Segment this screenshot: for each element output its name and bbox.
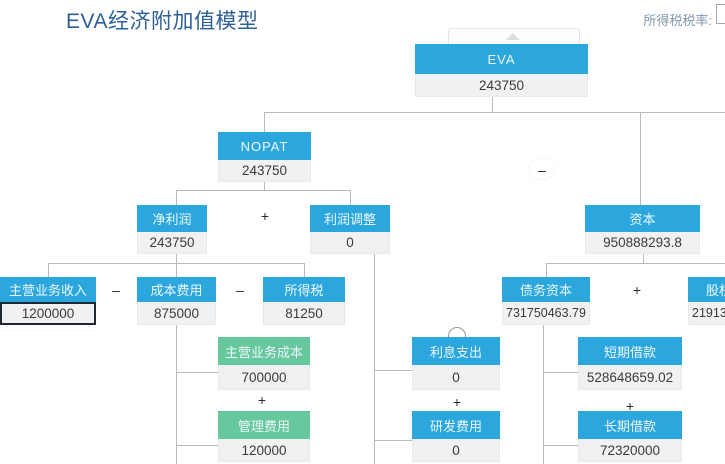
operator-plus: + <box>632 282 642 298</box>
node-value[interactable]: 72320000 <box>578 439 682 462</box>
operator-minus: – <box>112 282 120 298</box>
node-value[interactable]: 528648659.02 <box>578 365 682 390</box>
connector-line <box>264 112 265 132</box>
node-cost-expense[interactable]: 成本费用 875000 <box>137 277 216 325</box>
connector-line <box>492 97 493 113</box>
connector-line <box>176 445 218 446</box>
node-label: NOPAT <box>218 132 311 160</box>
node-value-selected-cell[interactable]: 1200000 <box>0 302 96 325</box>
connector-line <box>374 254 375 464</box>
node-value[interactable]: 81250 <box>263 302 345 325</box>
connector-line <box>264 182 265 190</box>
node-value[interactable]: 243750 <box>218 160 311 182</box>
operator-plus: + <box>452 394 462 410</box>
node-value[interactable]: 731750463.79 <box>502 302 590 325</box>
operator-plus: + <box>260 208 270 224</box>
connector-line <box>350 190 351 205</box>
node-value[interactable]: 219137830.01 <box>688 302 725 325</box>
connector-line <box>543 325 544 464</box>
node-long-term-loan[interactable]: 长期借款 72320000 <box>578 411 682 462</box>
operator-plus: + <box>257 392 267 408</box>
operator-minus: – <box>538 162 546 178</box>
connector-line <box>48 263 49 277</box>
node-debt-capital[interactable]: 债务资本 731750463.79 <box>502 277 590 325</box>
collapse-triangle-icon[interactable] <box>506 33 520 40</box>
node-equity-capital[interactable]: 股权资本 219137830.01 <box>688 277 725 325</box>
node-value[interactable]: 243750 <box>415 74 588 97</box>
node-revenue[interactable]: 主营业务收入 1200000 <box>0 277 96 325</box>
operator-minus: – <box>236 282 244 298</box>
node-rd-expense[interactable]: 研发费用 0 <box>412 411 500 462</box>
connector-line <box>304 263 305 277</box>
connector-line <box>546 263 547 277</box>
connector-line <box>374 370 412 371</box>
node-label: 研发费用 <box>412 411 500 439</box>
page-title: EVA经济附加值模型 <box>66 10 259 33</box>
node-main-business-cost[interactable]: 主营业务成本 700000 <box>218 337 310 390</box>
node-value[interactable]: 120000 <box>218 439 310 462</box>
node-label: 股权资本 <box>688 277 725 302</box>
node-label: 债务资本 <box>502 277 590 302</box>
connector-line <box>543 372 578 373</box>
node-value[interactable]: 0 <box>310 232 390 254</box>
connector-line <box>176 190 351 191</box>
node-label: 短期借款 <box>578 337 682 365</box>
node-value[interactable]: 0 <box>412 439 500 462</box>
connector-line <box>264 112 725 113</box>
connector-line <box>643 254 644 263</box>
node-label: 管理费用 <box>218 411 310 439</box>
node-label: 利息支出 <box>412 337 500 365</box>
operator-plus: + <box>625 398 635 414</box>
node-capital[interactable]: 资本 950888293.8 <box>585 205 700 254</box>
connector-line <box>176 254 177 277</box>
node-label: 所得税 <box>263 277 345 302</box>
node-eva[interactable]: EVA 243750 <box>415 44 588 97</box>
node-label: EVA <box>415 44 588 74</box>
tax-rate-label: 所得税税率: <box>643 13 712 28</box>
node-label: 主营业务成本 <box>218 337 310 365</box>
node-label: 主营业务收入 <box>0 277 96 302</box>
faint-circle-decoration <box>528 158 556 180</box>
connector-line <box>176 190 177 205</box>
node-nopat[interactable]: NOPAT 243750 <box>218 132 311 182</box>
connector-line <box>640 112 641 205</box>
node-value[interactable]: 950888293.8 <box>585 232 700 254</box>
node-value[interactable]: 243750 <box>137 232 207 254</box>
node-net-profit[interactable]: 净利润 243750 <box>137 205 207 254</box>
connector-line <box>48 263 305 264</box>
node-value[interactable]: 700000 <box>218 365 310 390</box>
tax-rate-input[interactable] <box>716 4 725 24</box>
node-label: 长期借款 <box>578 411 682 439</box>
connector-line <box>546 263 725 264</box>
node-profit-adjustment[interactable]: 利润调整 0 <box>310 205 390 254</box>
connector-line <box>543 445 578 446</box>
node-value[interactable]: 0 <box>412 365 500 390</box>
connector-line <box>176 372 218 373</box>
node-short-term-loan[interactable]: 短期借款 528648659.02 <box>578 337 682 390</box>
collapse-arc-icon[interactable] <box>448 327 466 337</box>
node-value[interactable]: 875000 <box>137 302 216 325</box>
connector-line <box>374 440 412 441</box>
node-admin-expense[interactable]: 管理费用 120000 <box>218 411 310 462</box>
node-label: 利润调整 <box>310 205 390 232</box>
connector-line <box>176 325 177 464</box>
node-label: 成本费用 <box>137 277 216 302</box>
node-label: 资本 <box>585 205 700 232</box>
node-label: 净利润 <box>137 205 207 232</box>
node-income-tax[interactable]: 所得税 81250 <box>263 277 345 325</box>
node-interest-expense[interactable]: 利息支出 0 <box>412 337 500 390</box>
